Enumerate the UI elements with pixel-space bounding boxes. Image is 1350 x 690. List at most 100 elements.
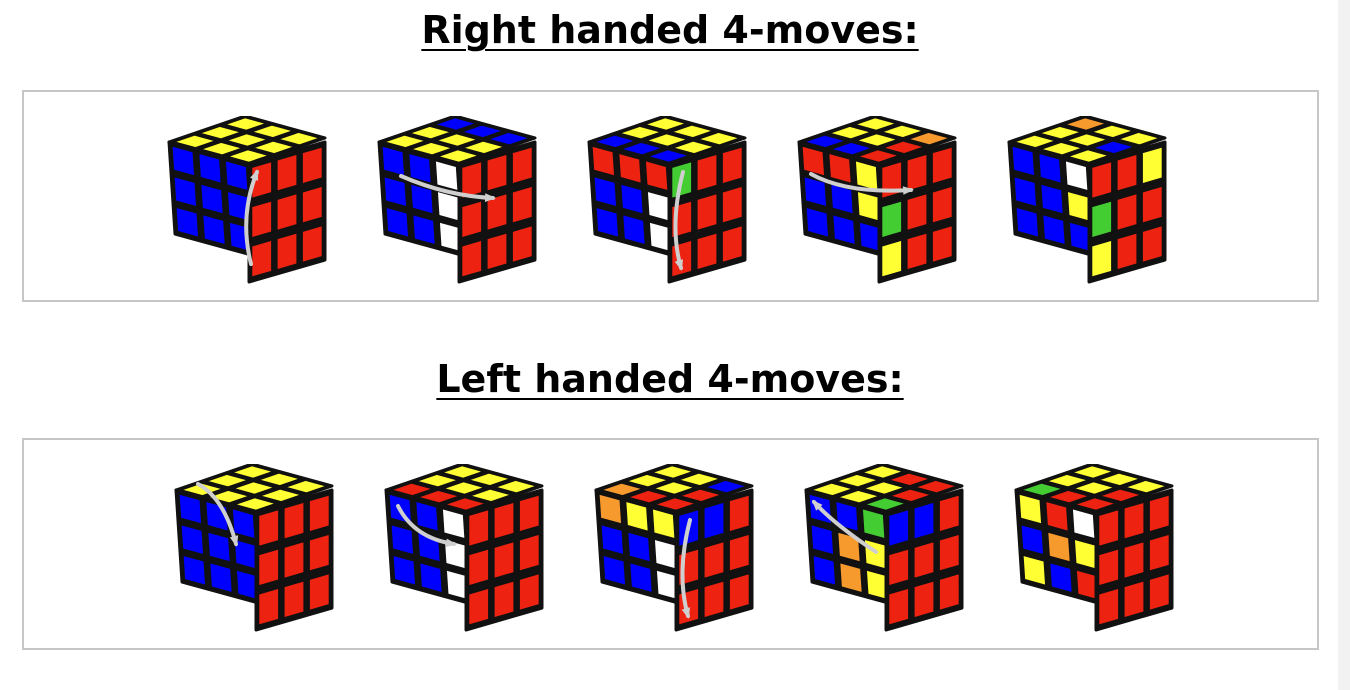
sticker	[1091, 160, 1113, 200]
sticker	[1141, 185, 1163, 224]
sticker	[493, 580, 515, 619]
sticker	[383, 134, 427, 149]
right-face	[674, 488, 754, 632]
sticker	[1045, 500, 1069, 532]
sticker	[1091, 200, 1113, 239]
sticker	[200, 183, 224, 215]
sticker	[182, 554, 207, 586]
sticker	[1011, 145, 1036, 177]
sticker	[276, 192, 298, 232]
sticker	[647, 149, 690, 163]
move-arrow-head	[681, 607, 690, 619]
sticker	[486, 232, 508, 271]
sticker	[914, 479, 958, 494]
sticker	[1040, 141, 1083, 156]
cube-image	[384, 464, 544, 632]
cube-image	[174, 464, 334, 632]
move-arrow-head	[229, 535, 239, 547]
sticker	[855, 133, 899, 147]
sticker	[1116, 192, 1138, 232]
sticker	[258, 508, 280, 548]
sticker	[1020, 524, 1045, 556]
sticker	[227, 149, 270, 163]
left-handed-panel	[22, 438, 1319, 650]
move-arrow	[673, 170, 685, 270]
sticker	[1098, 587, 1120, 626]
sticker	[1141, 224, 1163, 263]
left-face	[377, 140, 467, 258]
sticker	[671, 124, 714, 139]
sticker	[1123, 540, 1145, 580]
sticker	[171, 145, 196, 177]
sticker	[645, 133, 689, 147]
sticker	[832, 214, 856, 246]
sticker	[854, 117, 897, 131]
sticker	[721, 185, 743, 224]
left-face	[797, 140, 887, 258]
sticker	[620, 141, 663, 156]
sticker	[629, 562, 653, 594]
sticker	[435, 133, 479, 147]
sticker	[696, 192, 718, 232]
sticker	[938, 494, 960, 533]
sticker	[1116, 232, 1138, 271]
sticker	[728, 533, 750, 572]
sticker	[839, 562, 863, 594]
sticker	[678, 472, 721, 487]
sticker	[468, 548, 490, 587]
right-face	[877, 140, 957, 284]
left-face	[587, 140, 677, 258]
sticker	[913, 501, 935, 540]
sticker	[1124, 479, 1168, 494]
sticker	[881, 160, 903, 200]
sticker	[1040, 183, 1064, 215]
sticker	[417, 489, 460, 504]
sticker	[1064, 117, 1107, 131]
scrollbar-track[interactable]	[1338, 0, 1350, 690]
sticker	[651, 465, 694, 479]
sticker	[1038, 152, 1062, 184]
sticker	[805, 206, 830, 238]
sticker	[468, 587, 490, 626]
sticker	[857, 149, 900, 163]
sticker	[207, 531, 231, 563]
sticker	[810, 482, 854, 497]
sticker	[627, 531, 651, 563]
sticker	[931, 146, 953, 185]
sticker	[1092, 140, 1135, 155]
sticker	[913, 580, 935, 619]
sticker	[888, 472, 931, 487]
sticker	[258, 587, 280, 626]
right-face	[457, 140, 537, 284]
sticker	[461, 124, 504, 139]
sticker	[602, 554, 627, 586]
right-face	[1087, 140, 1167, 284]
sticker	[1098, 472, 1141, 487]
sticker	[1065, 133, 1109, 147]
sticker	[409, 125, 452, 140]
sticker	[672, 140, 715, 155]
sticker	[301, 185, 323, 224]
sticker	[173, 176, 198, 208]
sticker	[703, 580, 725, 619]
sticker	[258, 472, 301, 487]
sticker	[1067, 149, 1110, 163]
sticker	[178, 493, 203, 525]
sticker	[180, 524, 205, 556]
sticker	[931, 224, 953, 263]
sticker	[468, 508, 490, 548]
sticker	[1148, 572, 1170, 611]
sticker	[461, 200, 483, 239]
sticker	[511, 185, 533, 224]
sticker	[1020, 482, 1064, 497]
sticker	[862, 481, 906, 495]
left-face	[1014, 488, 1104, 606]
sticker	[654, 497, 697, 511]
sticker	[390, 482, 434, 497]
sticker	[644, 117, 687, 131]
move-arrow-head	[674, 259, 683, 271]
sticker	[1022, 554, 1047, 586]
sticker	[461, 239, 483, 278]
sticker	[828, 152, 852, 184]
sticker	[276, 232, 298, 271]
